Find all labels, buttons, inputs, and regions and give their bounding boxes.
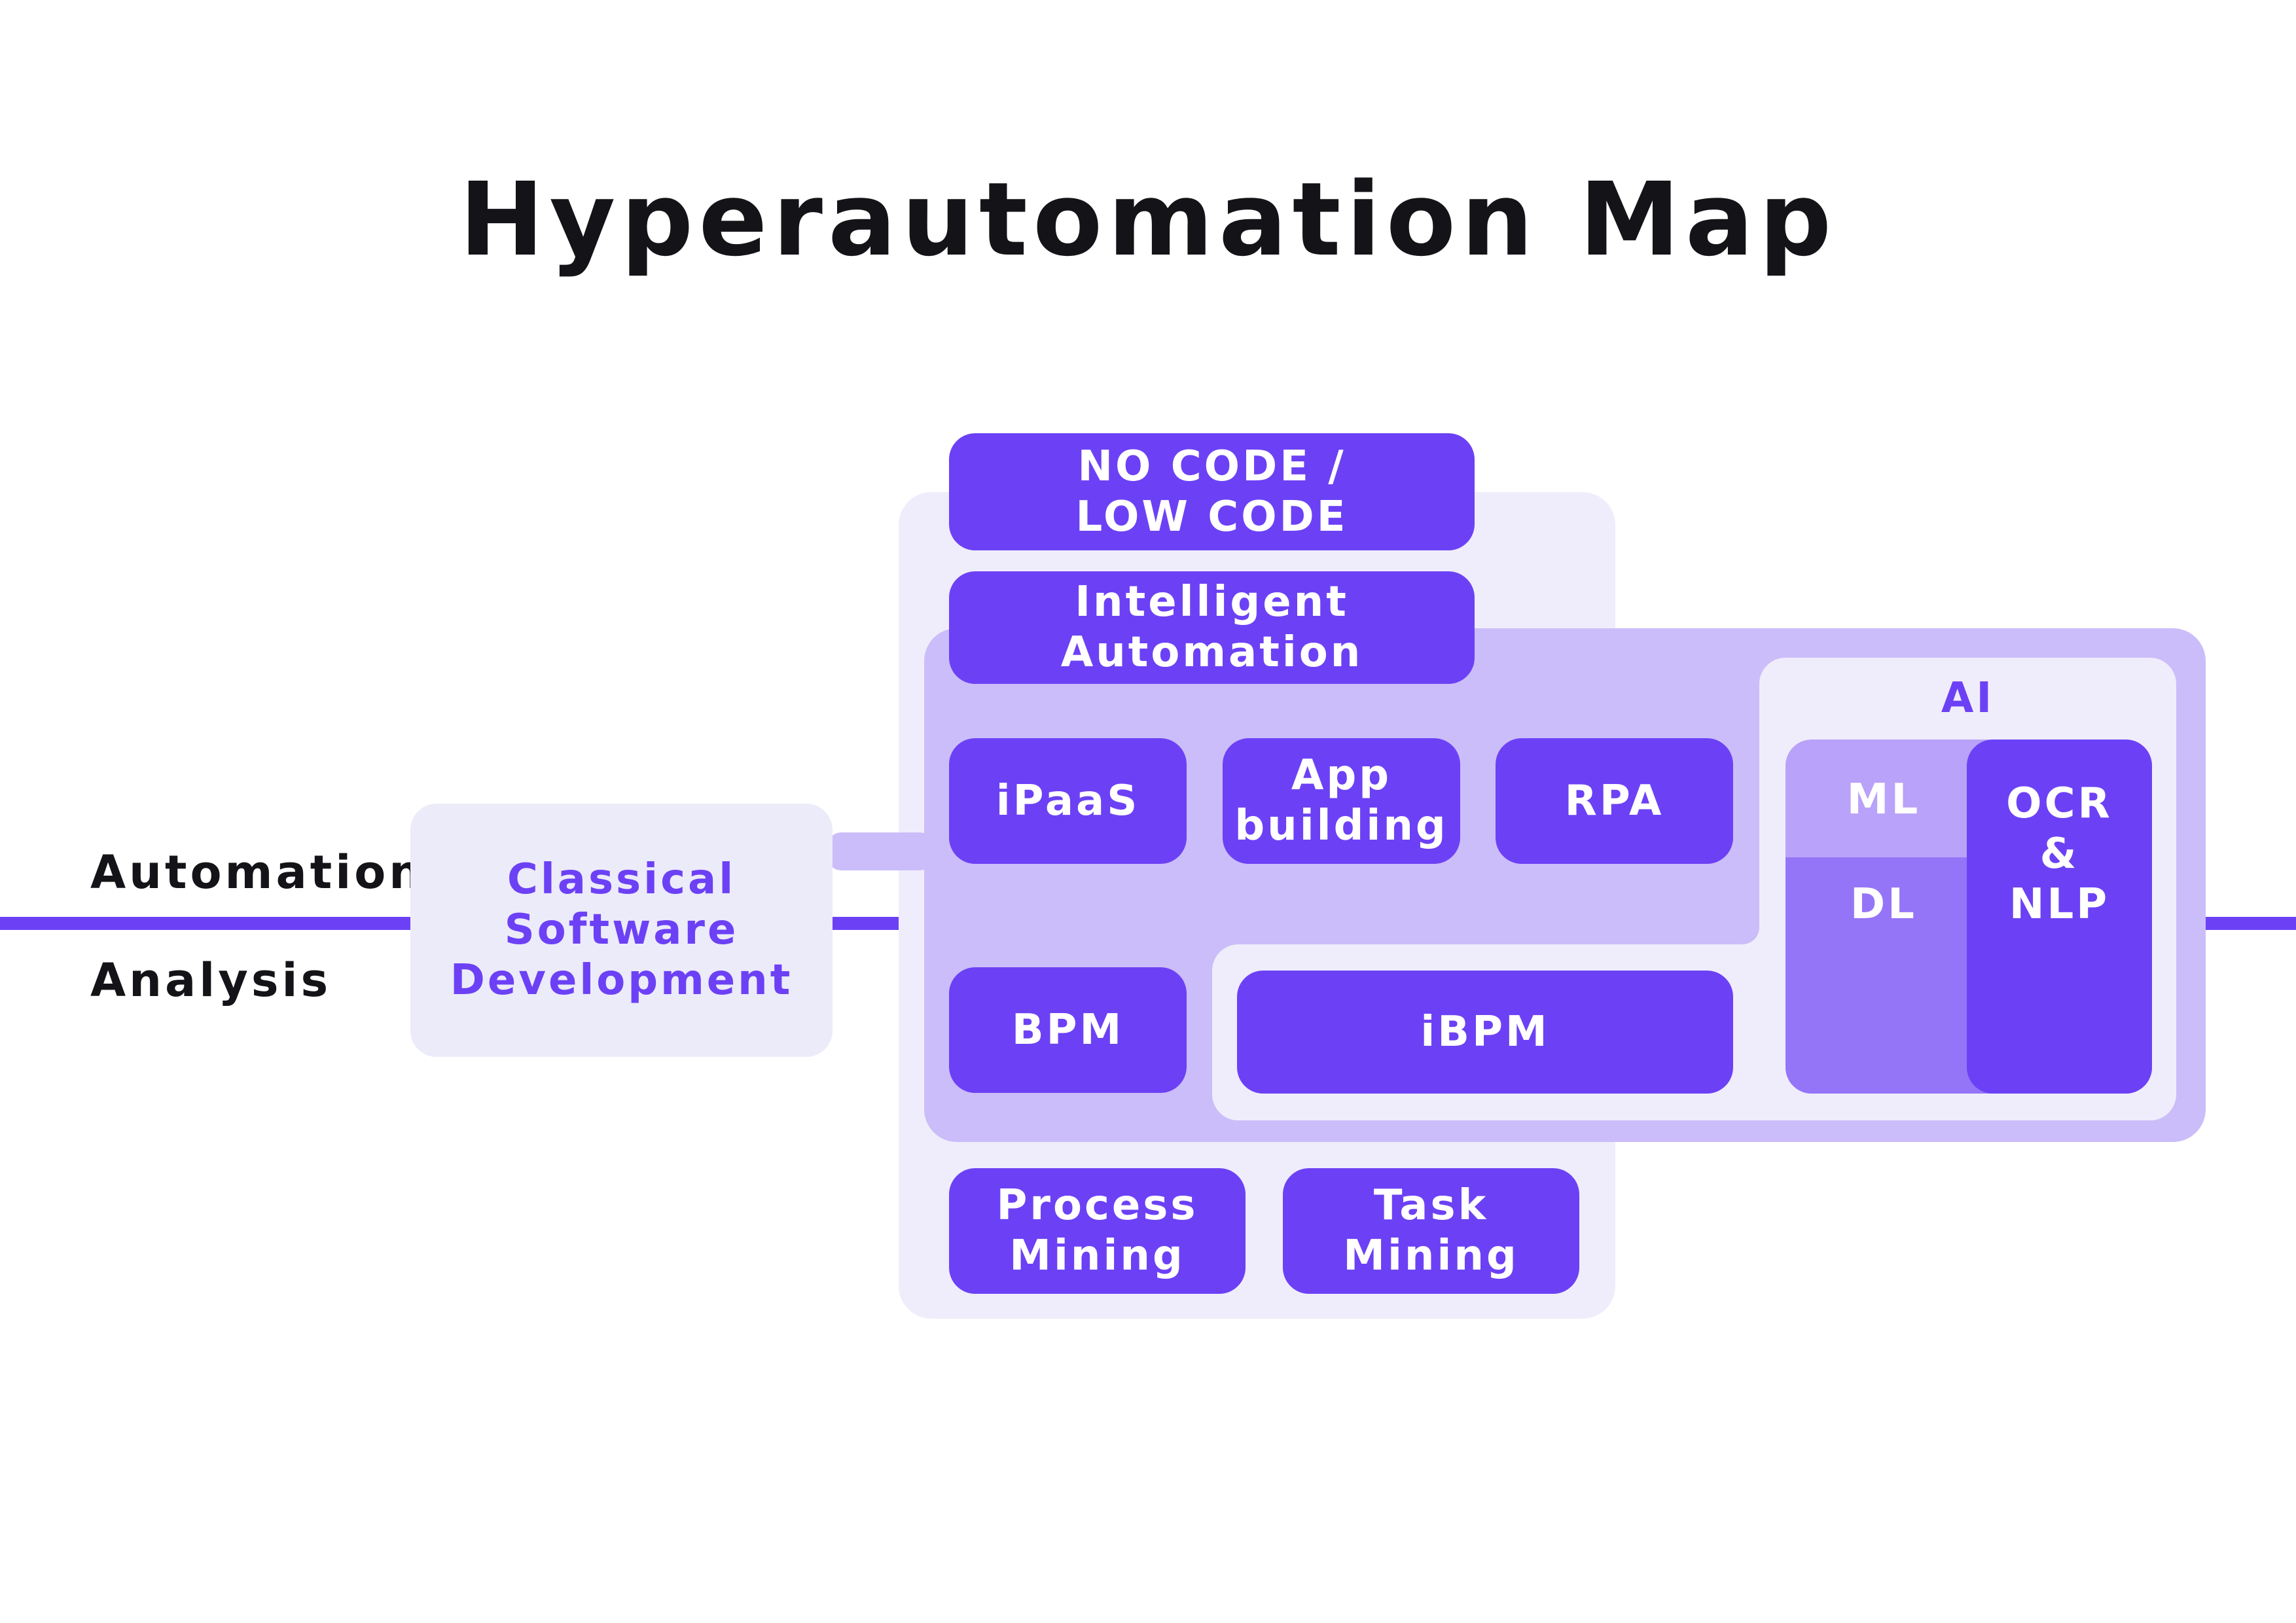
rpa-box: RPA xyxy=(1496,738,1733,864)
bpm-box: BPM xyxy=(949,967,1187,1093)
ocr-nlp-box: OCR & NLP xyxy=(1967,740,2152,1094)
analysis-label: Analysis xyxy=(90,954,332,1007)
ibpm-box: iBPM xyxy=(1237,971,1733,1094)
dl-label: DL xyxy=(1850,880,1917,929)
process-mining-box: Process Mining xyxy=(949,1168,1246,1294)
panel-joint-corner xyxy=(1728,913,1759,944)
app-building-box: App building xyxy=(1223,738,1460,864)
intelligent-automation-box: Intelligent Automation xyxy=(949,571,1475,684)
ml-label: ML xyxy=(1846,776,1921,824)
no-code-low-code-box: NO CODE / LOW CODE xyxy=(949,433,1475,550)
axis-line-right xyxy=(2202,917,2296,930)
page-title: Hyperautomation Map xyxy=(459,160,1837,279)
ipaas-box: iPaaS xyxy=(949,738,1187,864)
automation-label: Automation xyxy=(90,846,425,899)
ai-label: AI xyxy=(1941,674,1995,722)
axis-line-left xyxy=(0,917,412,930)
task-mining-box: Task Mining xyxy=(1283,1168,1579,1294)
connector-bar xyxy=(828,832,933,870)
classical-software-development-box: Classical Software Development xyxy=(410,804,833,1057)
